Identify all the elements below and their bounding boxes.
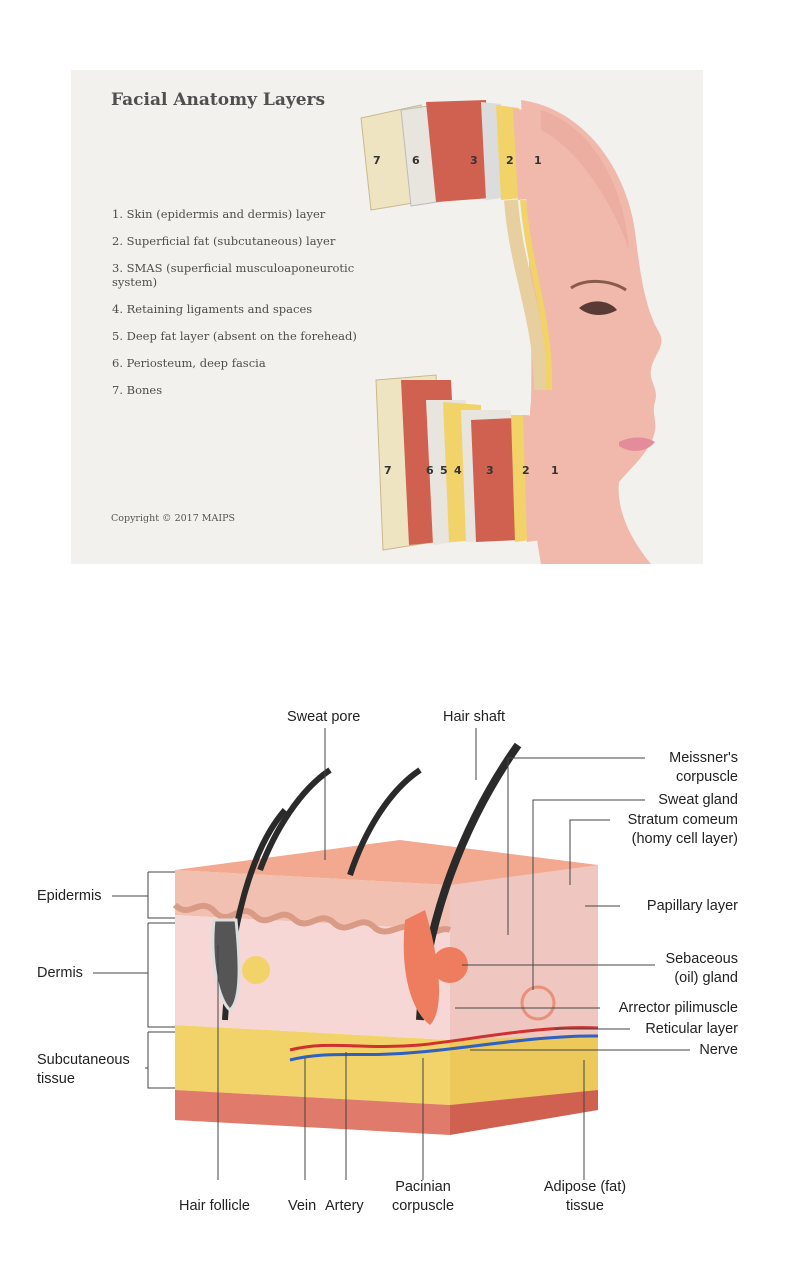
- legend-item-smas: 3. SMAS (superficial musculoaponeurotic …: [112, 261, 355, 289]
- upper-number-7: 7: [373, 154, 381, 167]
- label-sebaceous-1: Sebaceous: [665, 951, 738, 967]
- lower-number-6: 6: [426, 464, 434, 477]
- label-arrector-pili: Arrector pilimuscle: [618, 1000, 738, 1016]
- copyright-text: Copyright © 2017 MAIPS: [111, 513, 236, 524]
- label-sweat-pore: Sweat pore: [287, 709, 361, 725]
- label-reticular-layer: Reticular layer: [645, 1021, 738, 1037]
- skin-surface: [175, 840, 598, 885]
- face-layers-illustration: 7 6 3 2 1 7 6 5 4 3 2 1: [360, 100, 662, 564]
- upper-layer-block: [360, 100, 553, 391]
- label-vein: Vein: [288, 1198, 317, 1214]
- label-artery: Artery: [325, 1198, 364, 1214]
- epidermis-layer: [175, 870, 450, 930]
- label-meissner-1: Meissner's: [669, 750, 738, 766]
- legend-item-ligaments: 4. Retaining ligaments and spaces: [112, 302, 313, 316]
- eyebrow: [570, 280, 627, 292]
- eye: [579, 301, 617, 315]
- label-adipose-2: tissue: [566, 1198, 604, 1214]
- sweat-gland-coil: [520, 985, 556, 1021]
- adipose-side: [450, 1035, 598, 1105]
- legend-item-periosteum: 6. Periosteum, deep fascia: [112, 356, 266, 370]
- upper-number-3: 3: [470, 154, 478, 167]
- label-stratum-1: Stratum comeum: [627, 812, 738, 828]
- label-adipose-1: Adipose (fat): [543, 1179, 627, 1195]
- vein: [289, 1034, 599, 1062]
- leader-lines: [93, 728, 690, 1180]
- hair-follicle: [211, 918, 241, 1012]
- label-sebaceous-2: (oil) gland: [674, 970, 738, 986]
- label-subcutaneous-1: Subcutaneous: [37, 1052, 130, 1068]
- label-hair-follicle: Hair follicle: [179, 1198, 250, 1214]
- lower-number-7: 7: [384, 464, 392, 477]
- lower-number-5: 5: [440, 464, 448, 477]
- legend-item-skin: 1. Skin (epidermis and dermis) layer: [112, 207, 326, 221]
- lower-number-3: 3: [486, 464, 494, 477]
- facial-anatomy-title: Facial Anatomy Layers: [111, 90, 326, 110]
- label-sweat-gland: Sweat gland: [658, 792, 738, 808]
- muscle-layer: [175, 1090, 450, 1135]
- label-subcutaneous-2: tissue: [37, 1071, 75, 1087]
- upper-number-2: 2: [506, 154, 514, 167]
- face-shading: [541, 110, 629, 250]
- lower-layer-block: [375, 374, 541, 551]
- facial-anatomy-panel: Facial Anatomy Layers 1. Skin (epidermis…: [71, 70, 703, 564]
- hair-2: [257, 767, 332, 872]
- sebaceous-gland: [432, 947, 468, 983]
- hair-3: [347, 767, 422, 876]
- label-nerve: Nerve: [699, 1042, 738, 1058]
- legend-item-bones: 7. Bones: [112, 383, 163, 397]
- label-epidermis: Epidermis: [37, 888, 102, 904]
- label-meissner-2: corpuscle: [675, 769, 738, 785]
- upper-number-1: 1: [534, 154, 542, 167]
- label-hair-shaft: Hair shaft: [443, 709, 506, 725]
- legend-item-deep-fat: 5. Deep fat layer (absent on the forehea…: [112, 329, 357, 343]
- label-dermis: Dermis: [37, 965, 83, 981]
- lower-number-2: 2: [522, 464, 530, 477]
- artery: [289, 1026, 599, 1052]
- hair-root: [403, 910, 440, 1025]
- lips: [619, 437, 655, 451]
- label-pacinian-2: corpuscle: [391, 1198, 455, 1214]
- upper-number-6: 6: [412, 154, 420, 167]
- skin-cross-section-illustration: [93, 728, 690, 1180]
- label-papillary-layer: Papillary layer: [646, 898, 738, 914]
- legend-item-superficial-fat: 2. Superficial fat (subcutaneous) layer: [112, 234, 336, 248]
- label-stratum-2: (homy cell layer): [631, 831, 738, 847]
- lower-number-1: 1: [551, 464, 559, 477]
- dermis-layer: [175, 915, 450, 1040]
- layer-legend: 1. Skin (epidermis and dermis) layer 2. …: [112, 207, 372, 410]
- lower-number-4: 4: [454, 464, 462, 477]
- label-pacinian-1: Pacinian: [395, 1179, 451, 1195]
